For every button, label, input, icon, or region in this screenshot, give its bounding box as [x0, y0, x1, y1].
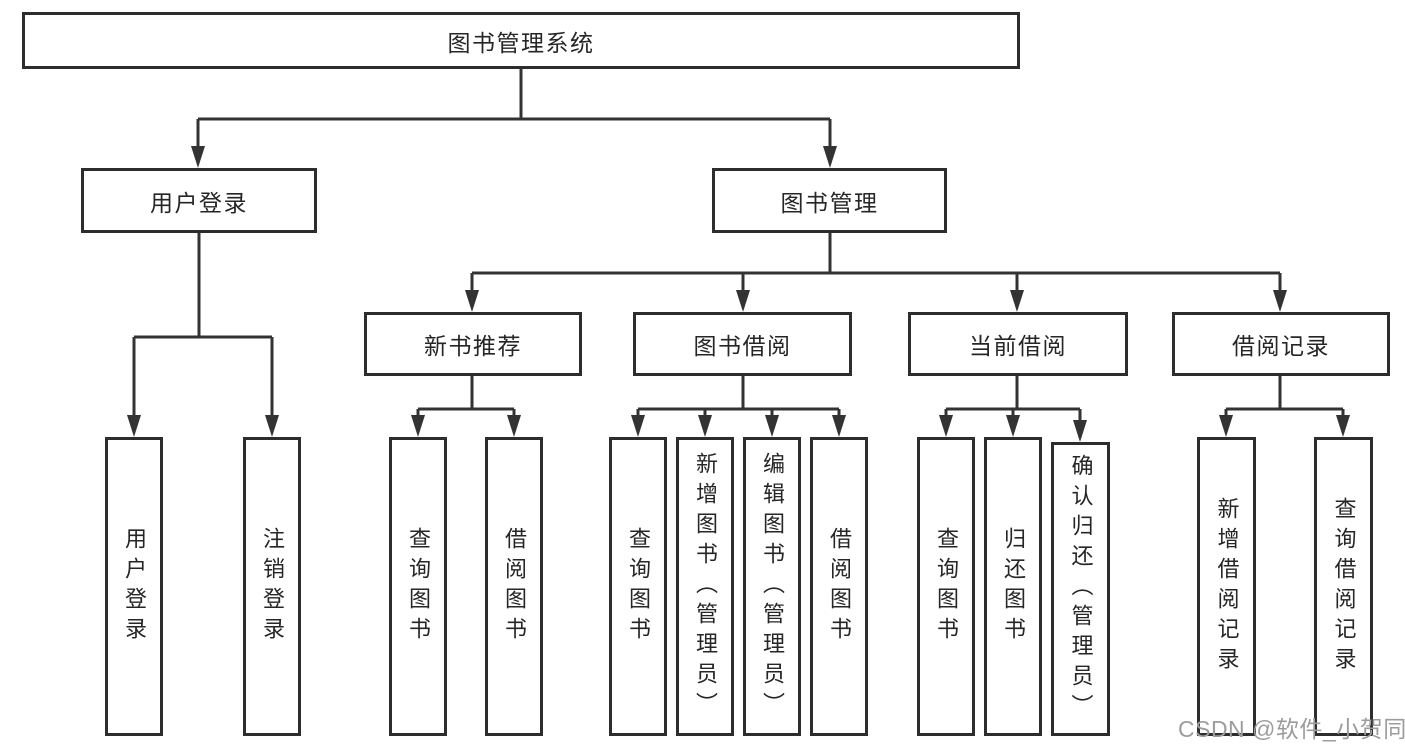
leaf-add-borrow-record: 新增借阅记录	[1197, 437, 1256, 736]
node-label: 注销登录	[260, 526, 285, 647]
arrow-down-icon	[1273, 290, 1287, 312]
arrow-down-icon	[736, 290, 750, 312]
node-borrowing-records: 借阅记录	[1172, 312, 1390, 376]
node-label: 查询图书	[934, 526, 959, 647]
leaf-query-books-3: 查询图书	[917, 437, 975, 736]
leaf-edit-books-admin: 编辑图书（管理员）	[743, 437, 801, 736]
node-label: 确认归还（管理员）	[1068, 454, 1094, 724]
node-label: 借阅记录	[1232, 333, 1330, 359]
node-book-borrowing: 图书借阅	[633, 312, 852, 376]
arrow-down-icon	[127, 415, 141, 437]
arrow-down-icon	[823, 146, 837, 168]
leaf-add-books-admin: 新增图书（管理员）	[676, 437, 734, 736]
node-label: 归还图书	[1001, 526, 1026, 647]
node-current-borrowing: 当前借阅	[908, 312, 1128, 376]
node-label: 新增图书（管理员）	[693, 451, 718, 722]
node-label: 编辑图书（管理员）	[760, 451, 785, 722]
leaf-borrow-books-1: 借阅图书	[485, 437, 543, 736]
arrow-down-icon	[631, 415, 645, 437]
node-label: 查询借阅记录	[1331, 496, 1357, 677]
leaf-query-books-1: 查询图书	[389, 437, 447, 736]
node-label: 新增借阅记录	[1214, 496, 1240, 677]
arrow-down-icon	[765, 415, 779, 437]
node-label: 借阅图书	[502, 526, 527, 647]
arrow-down-icon	[698, 415, 712, 437]
node-library-management-system: 图书管理系统	[22, 12, 1020, 69]
node-label: 查询图书	[406, 526, 431, 647]
arrow-down-icon	[507, 415, 521, 437]
node-label: 用户登录	[122, 526, 147, 647]
watermark: CSDN @软件_小贺同学	[1178, 716, 1405, 742]
leaf-logout: 注销登录	[243, 437, 301, 736]
arrow-down-icon	[1010, 290, 1024, 312]
leaf-confirm-return-admin: 确认归还（管理员）	[1051, 442, 1110, 736]
leaf-user-login: 用户登录	[105, 437, 163, 736]
leaf-return-books: 归还图书	[984, 437, 1042, 736]
arrow-down-icon	[265, 415, 279, 437]
arrow-down-icon	[465, 290, 479, 312]
node-label: 查询图书	[626, 526, 651, 647]
node-label: 图书管理	[780, 189, 879, 216]
arrow-down-icon	[832, 415, 846, 437]
node-user-login: 用户登录	[81, 168, 317, 233]
node-label: 图书借阅	[693, 333, 792, 359]
node-label: 借阅图书	[827, 526, 852, 647]
node-book-management: 图书管理	[712, 168, 947, 233]
node-label: 当前借阅	[969, 333, 1067, 359]
arrow-down-icon	[191, 146, 205, 168]
arrow-down-icon	[939, 415, 953, 437]
node-new-book-recommendation: 新书推荐	[364, 312, 582, 376]
connector-lines	[132, 69, 1345, 425]
arrow-down-icon	[1006, 415, 1020, 437]
arrow-down-icon	[1219, 415, 1233, 437]
leaf-query-borrow-record: 查询借阅记录	[1314, 437, 1373, 736]
leaf-query-books-2: 查询图书	[609, 437, 667, 736]
arrow-down-icon	[1336, 415, 1350, 437]
arrow-down-icon	[1073, 420, 1087, 442]
arrow-down-icon	[411, 415, 425, 437]
node-label: 用户登录	[150, 189, 248, 216]
node-label: 图书管理系统	[447, 29, 595, 56]
leaf-borrow-books-2: 借阅图书	[810, 437, 868, 736]
node-label: 新书推荐	[424, 333, 522, 359]
